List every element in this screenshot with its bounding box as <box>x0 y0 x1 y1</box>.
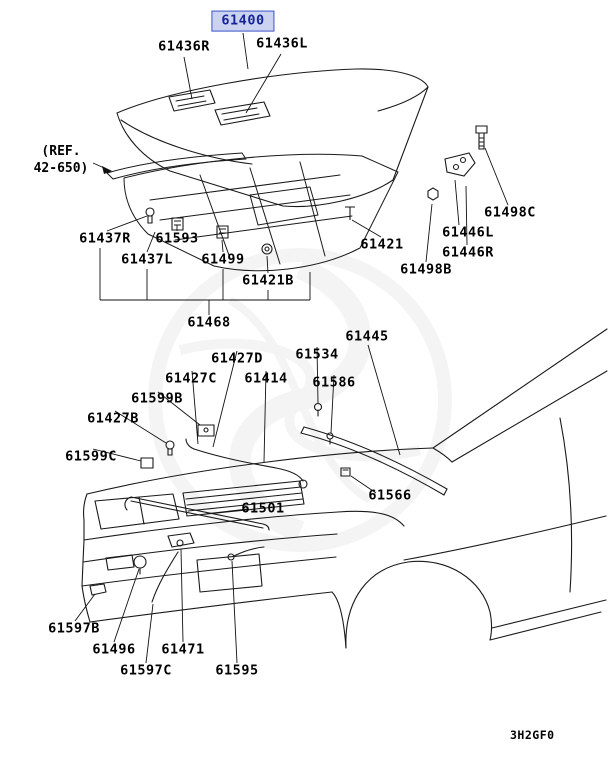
hood-outer-drawing <box>116 68 429 208</box>
part-label[interactable]: 61595 <box>215 662 259 679</box>
part-label[interactable]: 61534 <box>295 346 339 363</box>
part-label[interactable]: 61421B <box>242 272 294 289</box>
part-label[interactable]: 61427B <box>87 410 139 427</box>
ref-note[interactable]: (REF. 42-650) <box>33 144 89 176</box>
part-label[interactable]: 61421 <box>360 236 404 253</box>
watermark <box>148 248 452 552</box>
part-label[interactable]: 61498C <box>484 204 536 221</box>
part-label[interactable]: 61437R <box>79 230 131 247</box>
part-label[interactable]: 61446L <box>442 224 494 241</box>
part-label[interactable]: 61436R <box>158 38 210 55</box>
ref-arrowhead <box>102 166 112 174</box>
part-label[interactable]: 61427C <box>165 370 217 387</box>
part-label[interactable]: 61445 <box>345 328 389 345</box>
part-label[interactable]: 61597B <box>48 620 100 637</box>
part-label[interactable]: 61586 <box>312 374 356 391</box>
part-label[interactable]: 61566 <box>368 487 412 504</box>
part-label[interactable]: 61593 <box>155 230 199 247</box>
part-label[interactable]: 61501 <box>241 500 285 517</box>
leader-lines <box>74 32 509 664</box>
hood-inner-drawing <box>106 152 399 272</box>
part-label[interactable]: 61427D <box>211 350 263 367</box>
part-label[interactable]: 61437L <box>121 251 173 268</box>
part-label[interactable]: 61599B <box>131 390 183 407</box>
car-body-drawing <box>81 328 608 649</box>
diagram-code: 3H2GF0 <box>510 728 555 742</box>
part-label[interactable]: 61446R <box>442 244 494 261</box>
part-label[interactable]: 61414 <box>244 370 288 387</box>
hood-parts-lower <box>124 402 448 531</box>
part-label[interactable]: 61498B <box>400 261 452 278</box>
part-label[interactable]: 61496 <box>92 641 136 658</box>
fasteners-top <box>145 125 488 255</box>
part-label[interactable]: 61436L <box>256 35 308 52</box>
part-label-highlighted[interactable]: 61400 <box>211 10 275 32</box>
part-label[interactable]: 61597C <box>120 662 172 679</box>
part-label[interactable]: 61499 <box>201 251 245 268</box>
part-label[interactable]: 61471 <box>161 641 205 658</box>
part-label[interactable]: 61599C <box>65 448 117 465</box>
part-label[interactable]: 61468 <box>187 314 231 331</box>
